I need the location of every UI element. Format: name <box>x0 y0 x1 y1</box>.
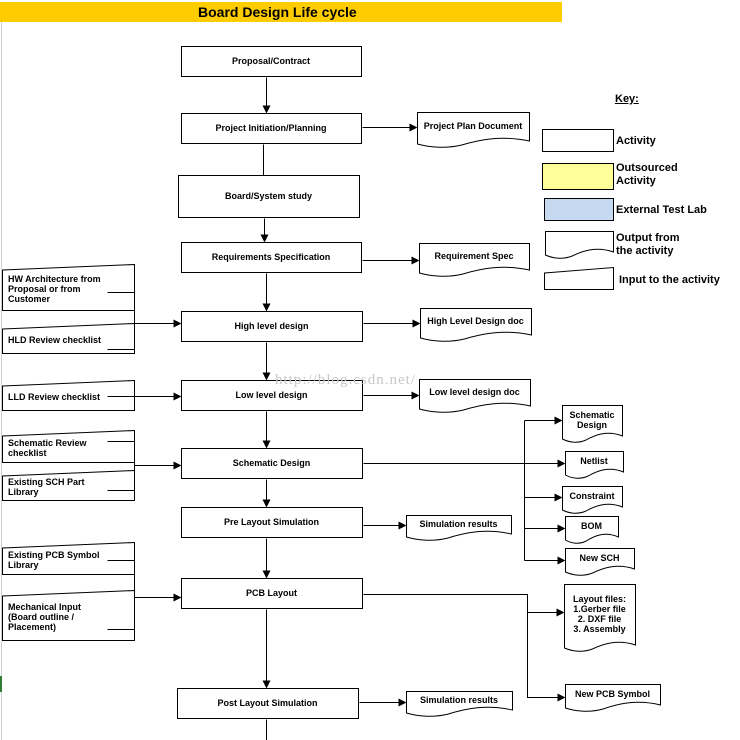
output-doc-req_spec <box>419 243 530 277</box>
key-swatch-external <box>544 198 614 221</box>
diagram-title: Board Design Life cycle <box>198 4 357 20</box>
activity-box-initiation <box>181 113 362 144</box>
output-doc-sim_results_1 <box>406 515 512 541</box>
sheet-left-border <box>1 22 2 740</box>
input-box-mech_input <box>2 589 135 641</box>
output-doc-sim_results_2 <box>406 691 513 717</box>
sheet-row-marker <box>0 676 2 692</box>
activity-label-prelayout: Pre Layout Simulation <box>223 517 319 527</box>
activity-box-prelayout <box>181 507 363 538</box>
output-label-new_pcb_symbol: New PCB Symbol <box>574 689 650 699</box>
activity-label-schematic: Schematic Design <box>232 458 311 468</box>
key-swatch-output <box>545 231 614 259</box>
output-doc-plan_doc <box>417 112 530 148</box>
activity-box-postlayout <box>177 688 359 719</box>
activity-box-study <box>178 175 360 218</box>
input-label-sch_lib: Existing SCH Part Library <box>8 477 85 497</box>
bracket-pcb-inputs <box>107 560 135 630</box>
activity-label-lld: Low level design <box>235 390 308 400</box>
output-label-netlist: Netlist <box>580 456 608 466</box>
arrow-new-pcb-symbol <box>363 594 566 702</box>
output-label-plan_doc: Project Plan Document <box>423 121 523 131</box>
activity-label-requirements: Requirements Specification <box>211 252 331 262</box>
key-label-output: Output from the activity <box>616 232 680 257</box>
output-label-sim_results_1: Simulation results <box>419 519 498 529</box>
bracket-hld-inputs <box>107 292 135 350</box>
input-label-mech_input: Mechanical Input (Board outline / Placem… <box>8 602 82 632</box>
output-label-hld_doc: High Level Design doc <box>427 316 524 326</box>
output-label-sim_results_2: Simulation results <box>419 695 499 705</box>
activity-box-pcb <box>181 578 363 609</box>
key-heading: Key: <box>615 93 639 105</box>
output-doc-sch_design <box>562 405 623 443</box>
watermark: http://blog.csdn.net/ <box>275 372 416 388</box>
activity-box-proposal <box>181 46 362 77</box>
input-label-hw_arch: HW Architecture from Proposal or from Cu… <box>8 274 101 304</box>
output-label-bom: BOM <box>581 521 602 531</box>
key-label-outsourced: Outsourced Activity <box>616 162 678 187</box>
key-label-input: Input to the activity <box>619 274 720 286</box>
input-label-sch_checklist: Schematic Review checklist <box>8 438 87 458</box>
output-label-layout_files: Layout files: 1.Gerber file 2. DXF file … <box>572 594 626 634</box>
key-label-activity: Activity <box>616 135 656 147</box>
activity-box-requirements <box>181 242 362 273</box>
output-doc-hld_doc <box>420 308 532 342</box>
output-label-new_sch: New SCH <box>579 553 620 563</box>
output-doc-new_pcb_symbol <box>565 684 661 712</box>
key-label-external: External Test Lab <box>616 204 707 216</box>
input-box-sch_lib <box>2 469 135 501</box>
output-label-req_spec: Requirement Spec <box>434 251 514 261</box>
output-label-constraint: Constraint <box>569 491 615 501</box>
input-box-hld_checklist <box>2 322 135 354</box>
input-label-lld_checklist: LLD Review checklist <box>8 392 101 402</box>
input-label-hld_checklist: HLD Review checklist <box>8 335 102 345</box>
activity-label-proposal: Proposal/Contract <box>231 56 310 66</box>
input-box-lld_checklist <box>2 379 135 411</box>
activity-box-hld <box>181 311 363 342</box>
key-swatch-activity <box>542 129 614 152</box>
output-doc-constraint <box>562 486 623 514</box>
activity-label-initiation: Project Initiation/Planning <box>215 123 327 133</box>
activity-label-hld: High level design <box>234 321 309 331</box>
activity-box-lld <box>181 380 363 411</box>
activity-label-study: Board/System study <box>224 191 313 201</box>
output-label-sch_design: Schematic Design <box>569 410 615 430</box>
output-doc-bom <box>565 516 619 544</box>
input-label-pcb_lib: Existing PCB Symbol Library <box>8 550 100 570</box>
output-doc-netlist <box>565 451 624 479</box>
output-doc-lld_doc <box>419 379 531 413</box>
title-bar <box>0 2 562 22</box>
output-doc-layout_files <box>564 584 636 652</box>
key-swatch-outsourced <box>542 163 614 190</box>
activity-box-schematic <box>181 448 363 479</box>
activity-label-pcb: PCB Layout <box>245 588 297 598</box>
key-swatch-input <box>544 266 614 290</box>
output-doc-new_sch <box>565 548 635 576</box>
activity-label-postlayout: Post Layout Simulation <box>217 698 318 708</box>
output-label-lld_doc: Low level design doc <box>429 387 520 397</box>
